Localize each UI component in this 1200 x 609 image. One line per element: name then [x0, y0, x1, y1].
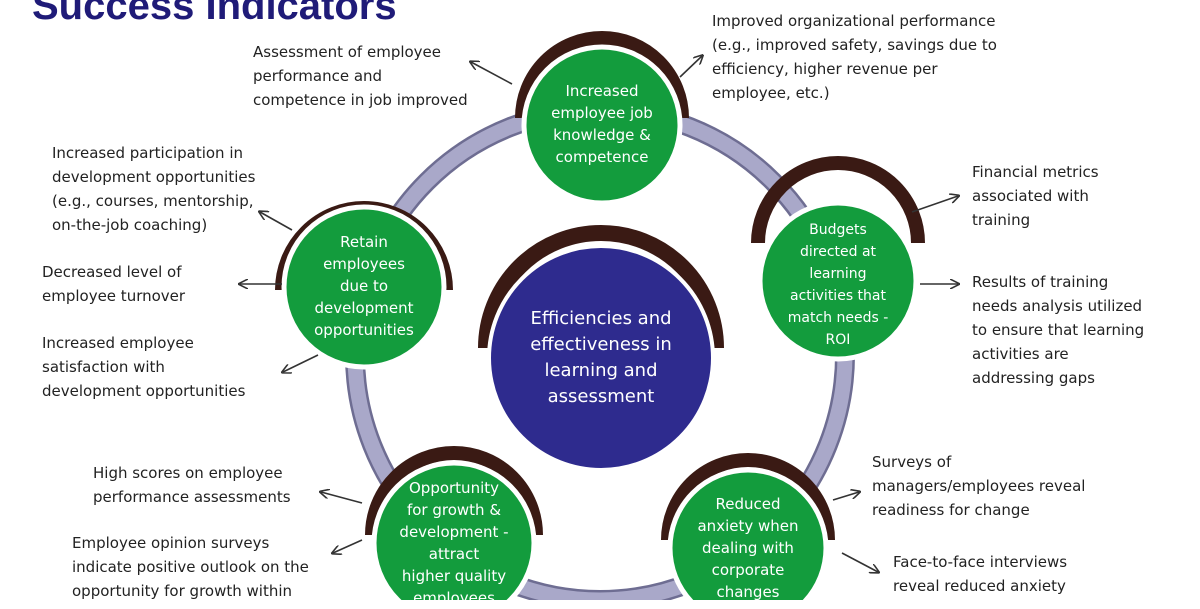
center-arc [478, 225, 724, 349]
annotation-surveys: Surveys of managers/employees reveal rea… [872, 453, 1086, 519]
node-anxiety-label: Reduced anxiety when dealing with corpor… [697, 495, 799, 601]
arrow-satisfaction [283, 354, 319, 372]
node-arc-anxiety [661, 453, 835, 541]
annotation-assessment: Assessment of employee performance and c… [253, 43, 468, 109]
annotation-satisfaction: Increased employee satisfaction with dev… [42, 334, 246, 400]
node-budgets-label: Budgets directed at learning activities … [787, 222, 889, 348]
node-retain-label: Retain employees due to development oppo… [314, 233, 414, 339]
annotation-participation: Increased participation in development o… [52, 144, 256, 234]
arrow-interviews [841, 552, 878, 572]
center-label: Efficiencies and effectiveness in learni… [530, 308, 672, 407]
arrow-surveys [832, 492, 859, 501]
node-retain-circle [281, 204, 447, 370]
arrow-participation [260, 212, 293, 231]
node-budgets-circle [757, 200, 919, 362]
annotation-financial: Financial metrics associated with traini… [972, 163, 1099, 229]
arrow-org-performance [679, 56, 702, 78]
node-arc-budgets [751, 156, 925, 244]
node-knowledge-circle [521, 44, 683, 206]
arrow-high-scores [321, 492, 363, 504]
node-growth-label: Opportunity for growth & development - a… [399, 479, 509, 607]
node-anxiety-circle [667, 467, 829, 600]
node-knowledge-label: Increased employee job knowledge & compe… [551, 82, 653, 166]
annotation-tna: Results of training needs analysis utili… [972, 273, 1145, 387]
annotation-opinion: Employee opinion surveys indicate positi… [72, 534, 309, 600]
annotation-turnover: Decreased level of employee turnover [42, 263, 186, 305]
arrow-assessment [471, 62, 513, 85]
node-arc-knowledge [515, 31, 689, 119]
node-arc-growth [365, 446, 543, 536]
annotation-high-scores: High scores on employee performance asse… [93, 464, 291, 506]
page-title: Success Indicators [32, 0, 397, 28]
annotation-interviews: Face-to-face interviews reveal reduced a… [893, 553, 1068, 595]
node-growth-circle [371, 460, 537, 600]
center-circle [487, 244, 715, 472]
arrow-financial [911, 196, 958, 213]
arrow-opinion [333, 539, 363, 553]
annotation-org-performance: Improved organizational performance (e.g… [712, 12, 997, 102]
